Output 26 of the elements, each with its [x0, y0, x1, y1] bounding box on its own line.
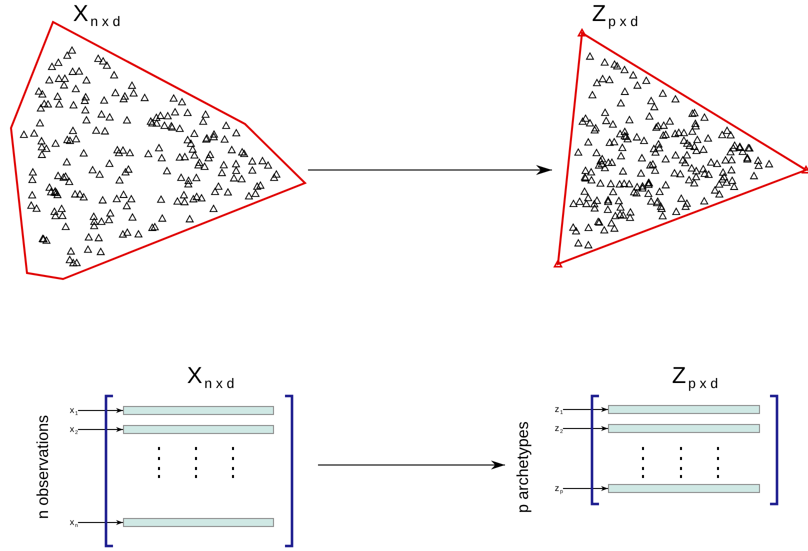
row-label: z$_{p}$: [549, 481, 563, 495]
row-label: z$_{2}$: [549, 421, 563, 435]
arrow: [308, 165, 552, 175]
matrix-symbol: X$_{n x d}$: [187, 362, 234, 392]
matrix-symbol: X$_{n x d}$: [73, 0, 120, 30]
axis-caption: p archetypes: [515, 420, 533, 515]
matrix-row: [608, 484, 760, 493]
row-label: x$_{2}$: [64, 422, 78, 436]
matrix-row: [123, 425, 274, 434]
matrix-symbol: Z$_{p x d}$: [672, 362, 718, 392]
matrix-row: [608, 424, 760, 433]
arrow: [318, 460, 506, 470]
matrix-symbol: Z$_{p x d}$: [592, 0, 638, 30]
arrow: [78, 408, 124, 413]
arrow: [78, 427, 124, 432]
arrow: [562, 426, 608, 431]
row-label: z$_{1}$: [549, 402, 563, 416]
arrow: [562, 486, 608, 491]
matrix-row: [123, 518, 274, 527]
axis-caption: n observations: [35, 414, 53, 522]
row-label: x$_{n}$: [64, 515, 78, 529]
row-label: x$_{1}$: [64, 403, 78, 417]
matrix-row: [608, 405, 760, 414]
arrow: [562, 407, 608, 412]
matrix-row: [123, 406, 274, 415]
arrow: [78, 520, 124, 525]
